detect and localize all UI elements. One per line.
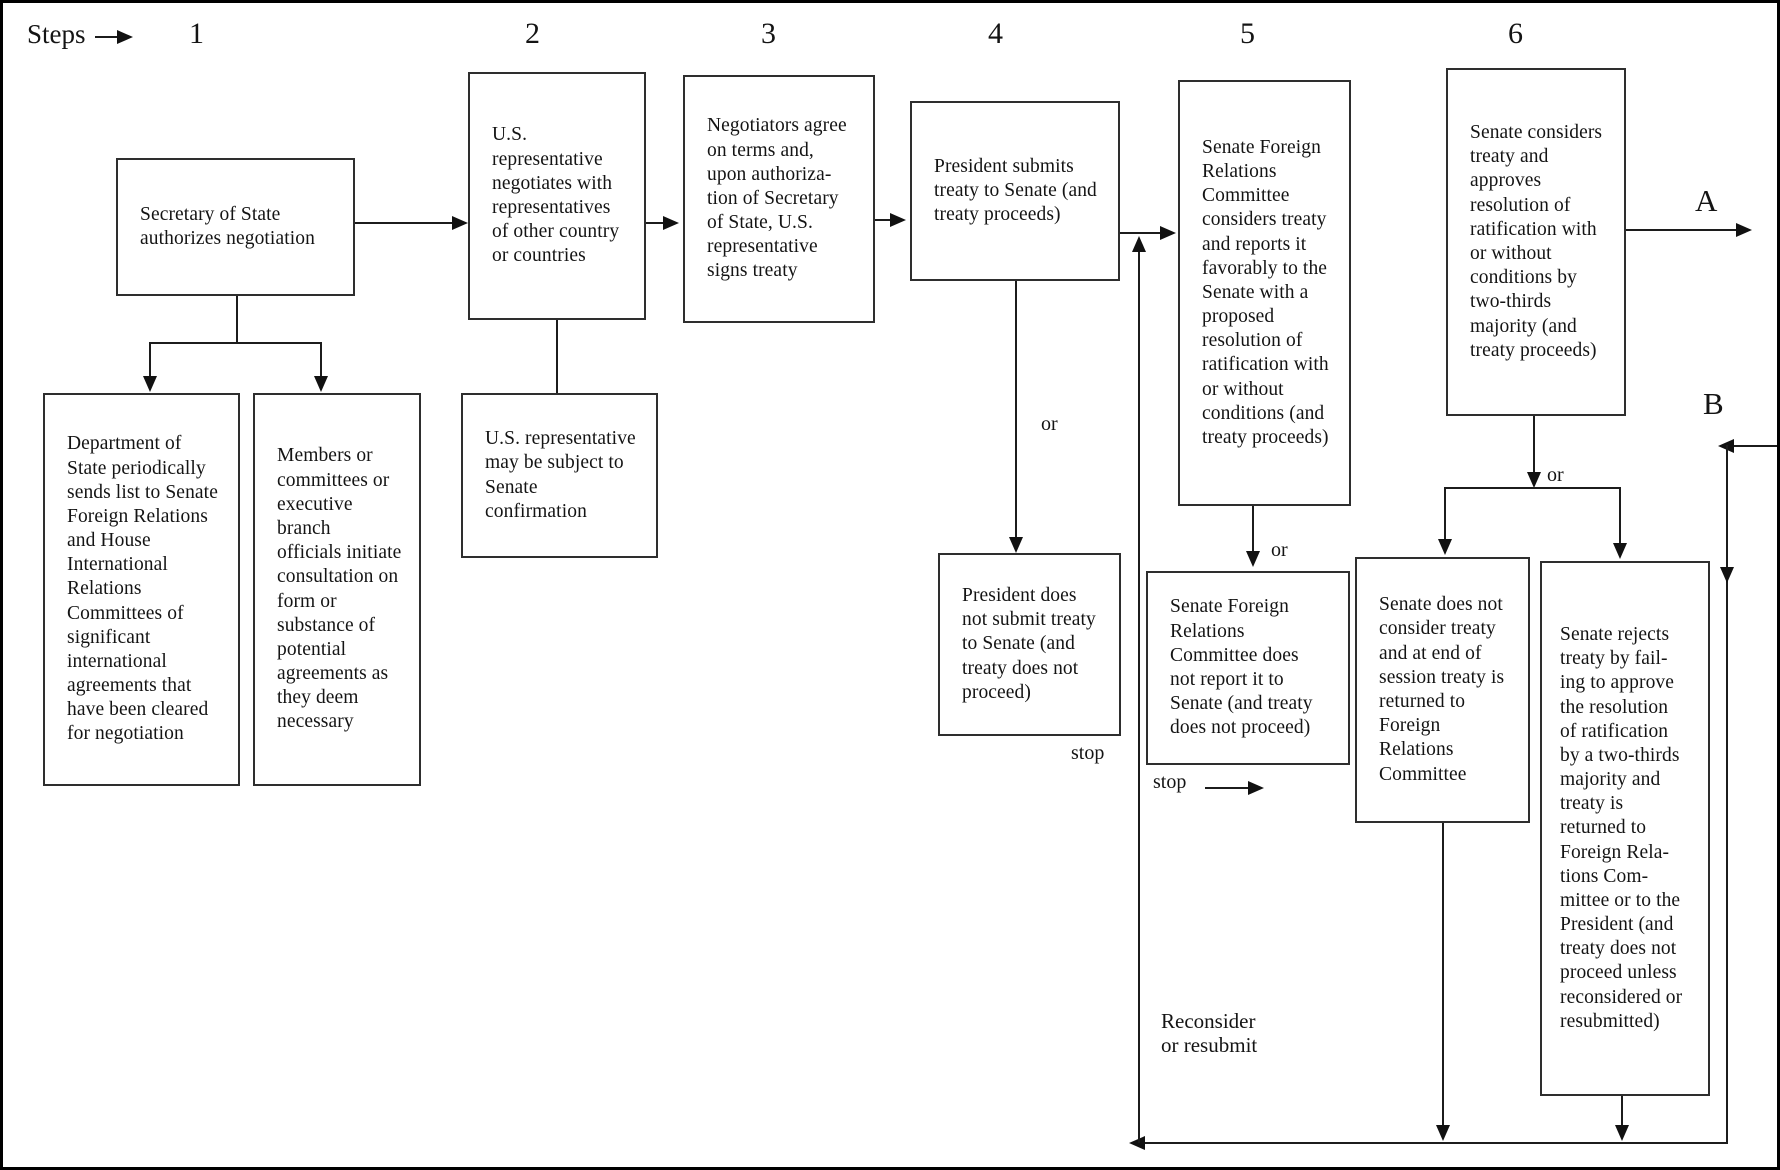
or-label-step4: or <box>1041 413 1058 435</box>
connector-1-branch-left-arrow-icon <box>143 376 157 392</box>
connector-bottom-return-line <box>1143 1142 1728 1144</box>
step-number-4: 4 <box>988 17 1003 50</box>
connector-4-stem-arrow-icon <box>1009 537 1023 553</box>
step-number-1: 1 <box>189 17 204 50</box>
connector-1-stem-line <box>236 296 238 344</box>
connector-1-branch-bar <box>149 342 321 344</box>
box-senate-does-not-consider: Senate does not consider treaty and at e… <box>1355 557 1530 823</box>
box-president-submits-treaty: President submits treaty to Senate (and … <box>910 101 1120 281</box>
connector-bottom-return-arrow-icon <box>1129 1136 1145 1150</box>
connector-6b-down-arrow-icon <box>1615 1125 1629 1141</box>
connector-6-branch-right-line <box>1619 487 1621 543</box>
connector-2-to-3-line <box>646 222 666 224</box>
stop-step5-arrow-line <box>1205 787 1251 789</box>
connector-6-branch-right-arrow-icon <box>1613 543 1627 559</box>
box-senate-confirmation-text: U.S. representative may be subject to Se… <box>485 428 636 522</box>
connector-4-to-5-line <box>1120 232 1163 234</box>
connector-6b-down-line <box>1621 1096 1623 1126</box>
box-senate-approves-ratification-text: Senate considers treaty and approves res… <box>1470 122 1603 361</box>
connector-2-to-3-arrow-icon <box>663 216 679 230</box>
step-number-2: 2 <box>525 17 540 50</box>
reconsider-resubmit-label: Reconsider or resubmit <box>1161 1009 1258 1058</box>
connector-6-branch-left-line <box>1444 487 1446 539</box>
connector-b-label: B <box>1703 386 1724 421</box>
connector-2-stem-line <box>556 320 558 393</box>
box-department-of-state-list-text: Department of State periodically sends l… <box>67 433 218 745</box>
or-label-step5: or <box>1271 539 1288 561</box>
step-number-3: 3 <box>761 17 776 50</box>
box-secretary-authorizes-negotiation: Secretary of State authorizes negotiatio… <box>116 158 355 296</box>
connector-6-to-a-line <box>1626 229 1739 231</box>
box-sfrc-does-not-report-text: Senate Foreign Relations Committee does … <box>1170 596 1313 739</box>
box-senate-approves-ratification: Senate considers treaty and approves res… <box>1446 68 1626 416</box>
connector-reconsider-arrow-icon <box>1132 236 1146 252</box>
connector-b-entry-line <box>1734 445 1777 447</box>
connector-4-to-5-arrow-icon <box>1160 226 1176 240</box>
connector-a-label: A <box>1695 183 1718 218</box>
box-senate-rejects-treaty-text: Senate rejects treaty by fail- ing to ap… <box>1560 624 1683 1032</box>
box-senate-confirmation: U.S. representative may be subject to Se… <box>461 393 658 558</box>
box-president-does-not-submit: President does not submit treaty to Sena… <box>938 553 1121 736</box>
box-senate-rejects-treaty: Senate rejects treaty by fail- ing to ap… <box>1540 561 1710 1096</box>
connector-4-stem-line <box>1015 281 1017 539</box>
connector-5-stem-arrow-icon <box>1246 551 1260 567</box>
stop-step5-arrow-icon <box>1248 781 1264 795</box>
connector-b-vertical-arrow-icon <box>1720 567 1734 583</box>
box-members-committees-consultation-text: Members or committees or executive branc… <box>277 445 402 733</box>
connector-6-branch-bar <box>1444 487 1621 489</box>
connector-3-to-4-arrow-icon <box>890 213 906 227</box>
box-us-representative-negotiates: U.S. representative negotiates with repr… <box>468 72 646 320</box>
connector-reconsider-line <box>1138 252 1140 1143</box>
or-label-step6: or <box>1547 464 1564 486</box>
box-negotiators-agree-signs-treaty: Negotiators agree on terms and, upon aut… <box>683 75 875 323</box>
connector-3-to-4-line <box>875 219 893 221</box>
connector-1-branch-right-line <box>320 342 322 378</box>
connector-6-to-a-arrow-icon <box>1736 223 1752 237</box>
connector-6-stem-line <box>1533 416 1535 473</box>
connector-1-to-2-arrow-icon <box>452 216 468 230</box>
connector-1-branch-left-line <box>149 342 151 378</box>
connector-6-stem-arrow-icon <box>1527 472 1541 488</box>
box-sfrc-does-not-report: Senate Foreign Relations Committee does … <box>1146 571 1350 765</box>
box-sfrc-reports-favorably: Senate Foreign Relations Committee consi… <box>1178 80 1351 506</box>
steps-arrow-icon <box>117 30 133 44</box>
box-department-of-state-list: Department of State periodically sends l… <box>43 393 240 786</box>
box-senate-does-not-consider-text: Senate does not consider treaty and at e… <box>1379 594 1505 785</box>
steps-arrow-line <box>95 36 123 38</box>
box-president-does-not-submit-text: President does not submit treaty to Sena… <box>962 585 1096 703</box>
box-negotiators-agree-signs-treaty-text: Negotiators agree on terms and, upon aut… <box>707 115 847 282</box>
box-president-submits-treaty-text: President submits treaty to Senate (and … <box>934 155 1097 226</box>
step-number-6: 6 <box>1508 17 1523 50</box>
connector-5b-down-arrow-icon <box>1436 1125 1450 1141</box>
box-members-committees-consultation: Members or committees or executive branc… <box>253 393 421 786</box>
box-secretary-authorizes-negotiation-text: Secretary of State authorizes negotiatio… <box>140 203 315 249</box>
step-number-5: 5 <box>1240 17 1255 50</box>
steps-label: Steps <box>27 19 86 49</box>
stop-label-step4: stop <box>1071 742 1105 764</box>
box-us-representative-negotiates-text: U.S. representative negotiates with repr… <box>492 124 620 267</box>
connector-b-vertical-line <box>1726 445 1728 1143</box>
connector-6-branch-left-arrow-icon <box>1438 539 1452 555</box>
box-sfrc-reports-favorably-text: Senate Foreign Relations Committee consi… <box>1202 136 1329 448</box>
stop-label-step5: stop <box>1153 771 1187 793</box>
connector-1-to-2-line <box>355 222 455 224</box>
connector-5b-down-line <box>1442 823 1444 1125</box>
connector-5-stem-line <box>1252 506 1254 553</box>
connector-1-branch-right-arrow-icon <box>314 376 328 392</box>
